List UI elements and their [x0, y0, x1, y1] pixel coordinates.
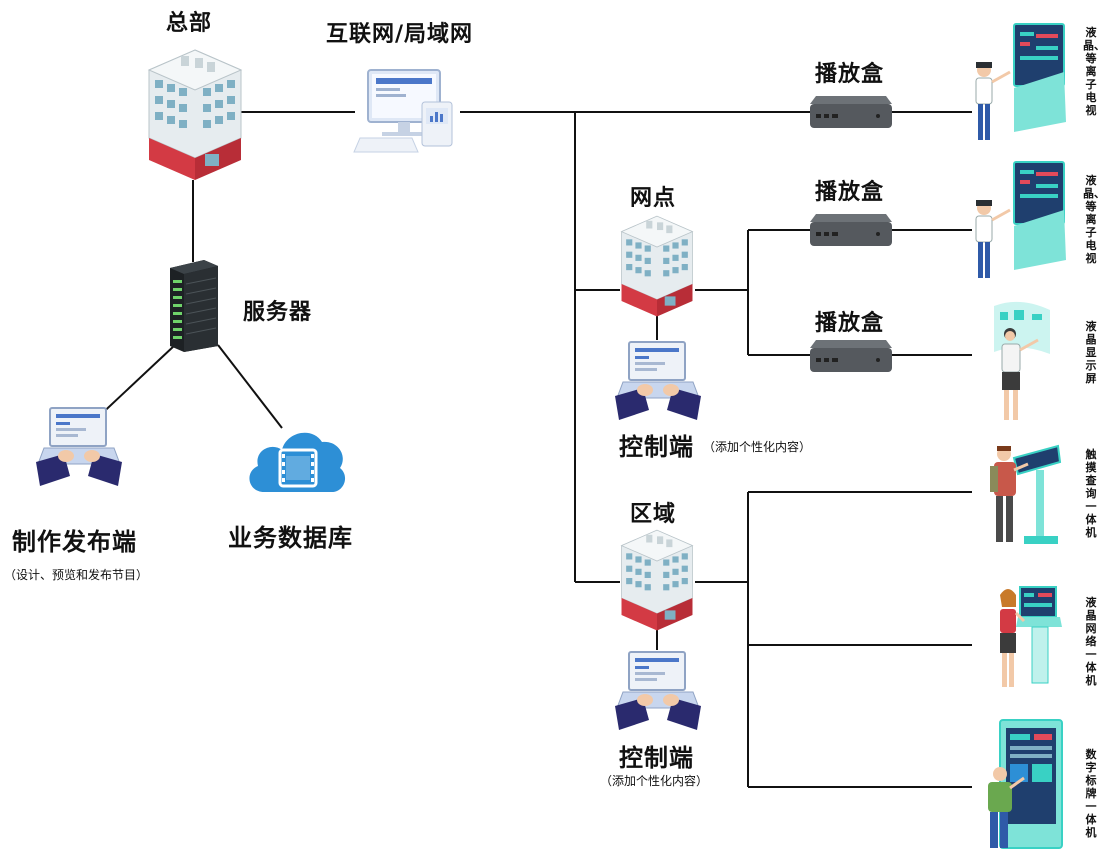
player-box-2-label: 播放盒: [815, 180, 885, 205]
player-box-1-label: 播放盒: [815, 62, 885, 87]
branch-controller-label: 控制端: [619, 433, 694, 461]
player-box-icon: [810, 214, 892, 246]
signage-person-icon: [988, 719, 1063, 849]
display-person-icon: [994, 301, 1050, 420]
region-controller-note: （添加个性化内容）: [600, 774, 709, 788]
player-box-icon: [810, 96, 892, 128]
terminal-3-label: 液晶显示屏: [1085, 320, 1097, 385]
region-controller-laptop-icon: [615, 651, 701, 730]
region-label: 区域: [630, 502, 677, 527]
region-controller-label: 控制端: [619, 744, 694, 772]
database-cloud-icon: [249, 432, 346, 492]
hq-label: 总部: [166, 11, 213, 36]
terminal-5-label: 液晶网络一体机: [1085, 596, 1097, 687]
region-building-icon: [620, 529, 694, 631]
network-label: 互联网/局域网: [326, 22, 474, 47]
server-rack-icon: [170, 260, 218, 352]
network-kiosk-person-icon: [1000, 586, 1062, 687]
branch-controller-laptop-icon: [615, 341, 701, 420]
hq-building-icon: [147, 49, 243, 180]
line-server-database: [217, 344, 283, 429]
computer-icon: [353, 69, 453, 153]
publisher-laptop-icon: [36, 407, 122, 486]
terminal-2-label: 液晶、等离子电视: [1083, 174, 1105, 265]
line-server-publisher: [94, 344, 176, 421]
tv-person-icon: [975, 23, 1066, 140]
terminal-6-label: 数字标牌一体机: [1085, 748, 1097, 839]
server-label: 服务器: [243, 300, 313, 325]
publisher-note: （设计、预览和发布节目）: [4, 568, 149, 582]
branch-controller-note: （添加个性化内容）: [703, 440, 812, 454]
branch-building-icon: [620, 215, 694, 317]
kiosk-person-icon: [990, 444, 1062, 544]
player-box-icon: [810, 340, 892, 372]
terminal-4-label: 触摸查询一体机: [1085, 448, 1097, 539]
tv-person-icon: [975, 161, 1066, 278]
publisher-label: 制作发布端: [12, 528, 137, 556]
player-box-3-label: 播放盒: [815, 311, 885, 336]
database-label: 业务数据库: [228, 524, 353, 552]
branch-label: 网点: [630, 186, 677, 211]
terminal-1-label: 液晶、等离子电视: [1083, 26, 1105, 117]
